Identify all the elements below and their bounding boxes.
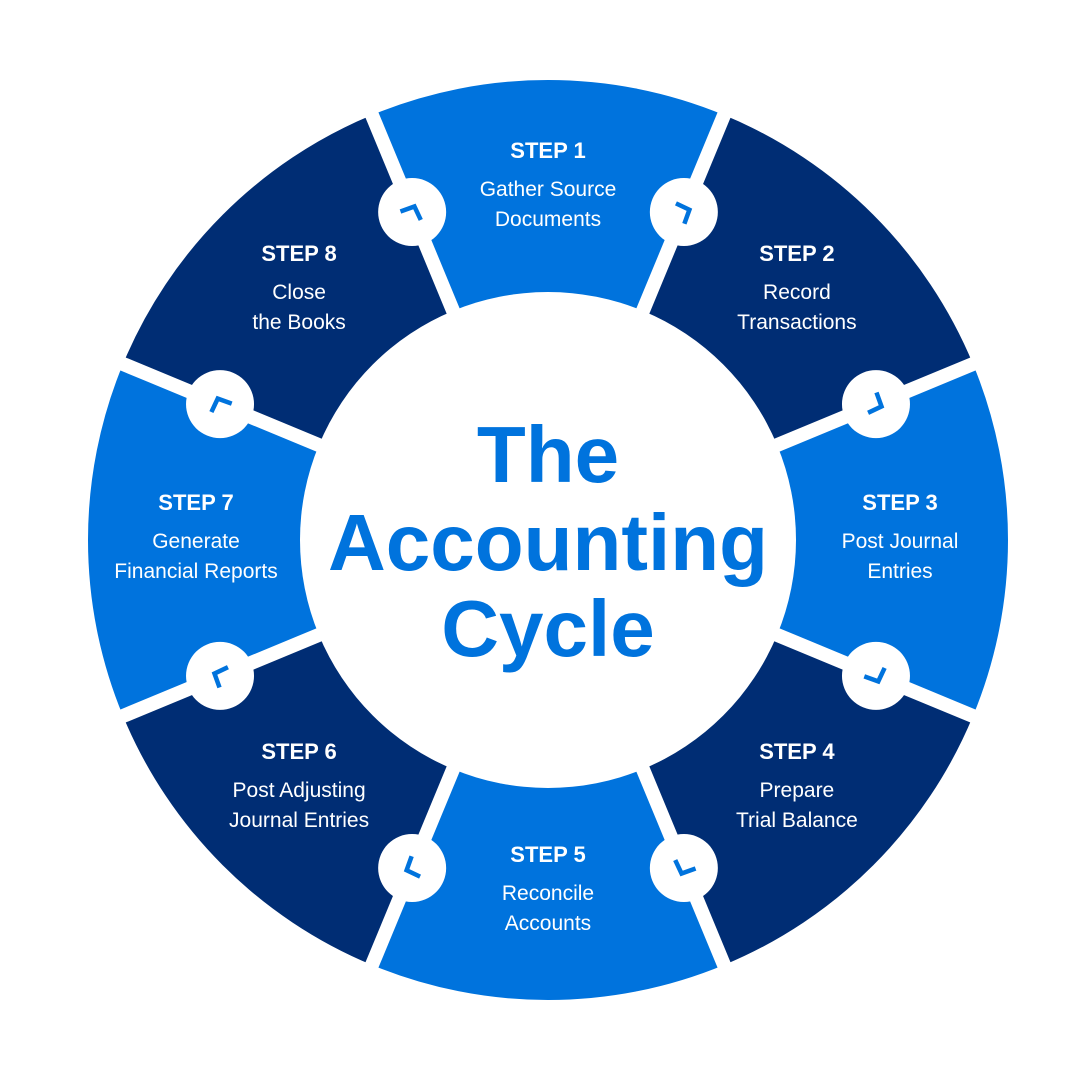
connector-circle <box>841 641 910 710</box>
step-7-description-line: Financial Reports <box>114 560 277 583</box>
step-3-label: STEP 3 <box>862 490 937 515</box>
connector-4-to-5 <box>649 833 718 902</box>
step-7-label: STEP 7 <box>158 490 233 515</box>
center-title-line-1: The <box>477 410 619 499</box>
step-2-description-line: Record <box>763 281 831 304</box>
connector-circle <box>378 178 447 247</box>
chevron-arrow-icon <box>867 391 885 415</box>
center-title-line-2: Accounting <box>328 498 768 587</box>
chevron-arrow-icon <box>211 665 229 689</box>
connector-5-to-6 <box>378 833 447 902</box>
connector-circle <box>649 833 718 902</box>
chevron-arrow-icon <box>673 859 697 877</box>
step-2-description-line: Transactions <box>737 311 856 334</box>
chevron-arrow-icon <box>403 855 422 879</box>
connector-8-to-1 <box>378 178 447 247</box>
step-5-description-line: Reconcile <box>502 882 594 905</box>
connector-circle <box>841 370 910 439</box>
chevron-arrow-icon <box>399 203 423 221</box>
step-5-segment <box>371 761 725 1000</box>
connector-1-to-2 <box>649 178 718 247</box>
chevron-arrow-icon <box>674 201 693 225</box>
connector-circle <box>186 641 255 710</box>
connector-circle <box>378 833 447 902</box>
step-6-description-line: Journal Entries <box>229 809 369 832</box>
step-2-label: STEP 2 <box>759 241 834 266</box>
center-circle <box>300 292 796 788</box>
connector-7-to-8 <box>186 370 255 439</box>
connector-6-to-7 <box>186 641 255 710</box>
step-5-label: STEP 5 <box>510 842 585 867</box>
step-8-description-line: Close <box>272 281 326 304</box>
step-1-description-line: Documents <box>495 208 601 231</box>
step-7-segment <box>87 363 327 717</box>
step-6-description-line: Post Adjusting <box>233 779 366 802</box>
step-1-description-line: Gather Source <box>480 178 617 201</box>
step-8-label: STEP 8 <box>261 241 336 266</box>
step-8-description-line: the Books <box>252 311 345 334</box>
step-4-description-line: Prepare <box>760 779 835 802</box>
center-title-line-3: Cycle <box>441 584 654 673</box>
connector-circle <box>186 370 255 439</box>
chevron-arrow-icon <box>209 395 233 414</box>
step-1-segment <box>371 80 725 319</box>
step-3-segment <box>769 363 1008 717</box>
connector-circle <box>649 178 718 247</box>
step-4-label: STEP 4 <box>759 739 835 764</box>
step-5-description-line: Accounts <box>505 912 591 935</box>
connector-3-to-4 <box>841 641 910 710</box>
step-1-label: STEP 1 <box>510 138 585 163</box>
step-3-description-line: Post Journal <box>842 530 959 553</box>
step-7-description-line: Generate <box>152 530 240 553</box>
connector-2-to-3 <box>841 370 910 439</box>
chevron-arrow-icon <box>863 666 887 685</box>
step-4-description-line: Trial Balance <box>736 809 858 832</box>
step-3-description-line: Entries <box>867 560 932 583</box>
step-6-label: STEP 6 <box>261 739 336 764</box>
